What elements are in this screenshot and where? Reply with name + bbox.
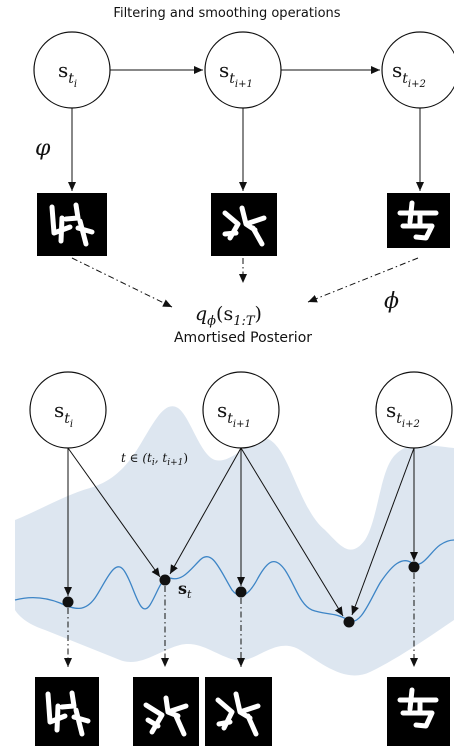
bottom-node-2: sti+1 xyxy=(202,371,280,449)
top-observation-1 xyxy=(37,193,107,256)
uncertainty-band xyxy=(15,406,454,676)
top-node-3: sti+2 xyxy=(381,31,454,109)
bottom-observation-4 xyxy=(387,677,450,746)
top-observation-2 xyxy=(211,193,277,256)
bottom-arrow-2-c xyxy=(240,447,344,617)
bottom-node-1: sti xyxy=(29,371,107,449)
bottom-observation-1 xyxy=(35,677,99,746)
latent-point-1 xyxy=(62,596,74,608)
st-label: st xyxy=(178,579,192,601)
top-node-1: sti xyxy=(33,31,111,109)
posterior-arrow-1 xyxy=(71,257,173,308)
top-title: Filtering and smoothing operations xyxy=(113,6,340,21)
svg-text:sti+1: sti+1 xyxy=(217,398,251,430)
bottom-arrow-2-a xyxy=(169,447,242,575)
posterior-label: Amortised Posterior xyxy=(174,330,312,346)
top-observation-3 xyxy=(387,193,450,248)
latent-point-st xyxy=(159,574,171,586)
posterior-formula: qϕ(s1:T) xyxy=(195,303,262,329)
phi-left-label: φ xyxy=(35,136,51,161)
svg-text:sti: sti xyxy=(58,58,77,90)
posterior-arrow-3 xyxy=(307,257,419,303)
latent-point-4 xyxy=(408,561,420,573)
latent-point-2 xyxy=(235,586,247,598)
top-node-2: sti+1 xyxy=(204,31,282,109)
svg-text:sti: sti xyxy=(54,398,73,430)
bottom-observation-2 xyxy=(205,677,272,746)
bottom-arrow-3-a xyxy=(351,447,415,616)
svg-text:sti+2: sti+2 xyxy=(386,398,420,430)
phi-right-label: ϕ xyxy=(384,289,399,314)
svg-text:sti+1: sti+1 xyxy=(219,58,253,90)
latent-point-3 xyxy=(343,616,355,628)
bottom-arrow-1-b xyxy=(67,447,161,578)
interval-label: t ∈ (ti, ti+1) xyxy=(121,451,188,468)
svg-text:sti+2: sti+2 xyxy=(392,58,426,90)
bottom-observation-st xyxy=(133,677,199,746)
bottom-node-3: sti+2 xyxy=(375,371,453,449)
